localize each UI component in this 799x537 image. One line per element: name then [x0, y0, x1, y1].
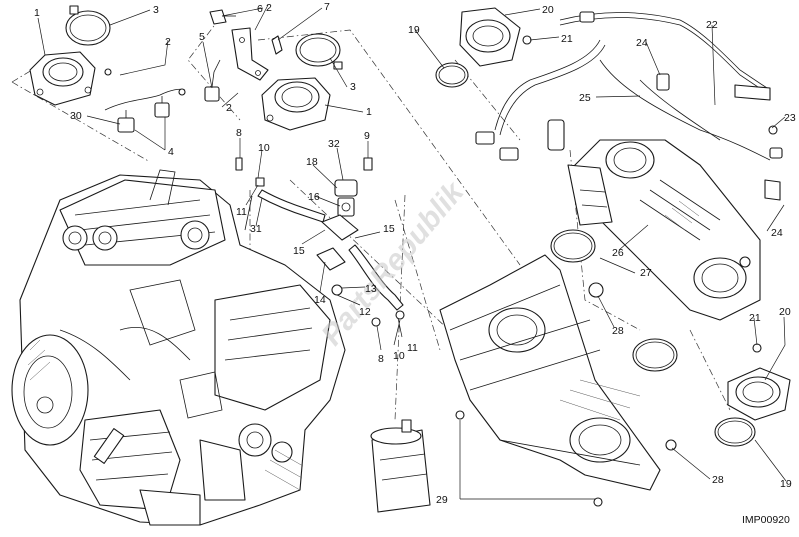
intake-boot-top	[435, 7, 532, 88]
callout-15b: 15	[293, 245, 305, 257]
throttle-wiring-harness	[475, 11, 783, 201]
evap-canister	[370, 419, 431, 513]
solenoid-valve-assembly	[316, 157, 405, 327]
callout-4: 4	[168, 146, 174, 158]
callout-25: 25	[579, 92, 591, 104]
callout-19a: 19	[408, 24, 420, 36]
callout-6: 6	[257, 3, 263, 15]
callout-18: 18	[306, 156, 318, 168]
callout-10b: 10	[393, 350, 405, 362]
callout-12: 12	[359, 306, 371, 318]
screws-29	[455, 410, 603, 507]
callout-21b: 21	[749, 312, 761, 324]
callout-24b: 24	[771, 227, 783, 239]
callout-5: 5	[199, 31, 205, 43]
callout-29: 29	[436, 494, 448, 506]
callout-11a: 11	[236, 206, 247, 218]
sensor-5	[204, 59, 221, 102]
throttle-body	[567, 139, 761, 321]
callout-20a: 20	[542, 4, 554, 16]
callout-9: 9	[364, 130, 370, 142]
intake-clamp-ring	[65, 5, 111, 46]
callout-23: 23	[784, 112, 796, 124]
callout-10a: 10	[258, 142, 270, 154]
callout-7: 7	[324, 1, 330, 13]
callout-27: 27	[640, 267, 652, 279]
callout-3b: 3	[350, 81, 356, 93]
intake-manifold-flange-2	[261, 77, 331, 131]
callout-3a: 3	[153, 4, 159, 16]
callout-11b: 11	[407, 342, 418, 354]
callout-2a: 2	[165, 36, 171, 48]
callout-28b: 28	[712, 474, 724, 486]
airbox-base	[439, 254, 677, 491]
intake-boot-bottom	[714, 343, 791, 447]
sensor-harness	[104, 68, 186, 133]
callout-20b: 20	[779, 306, 791, 318]
intake-clamp-ring-2	[295, 33, 343, 70]
engine-block	[11, 169, 346, 526]
callout-8a: 8	[236, 127, 242, 139]
intake-manifold-flange	[29, 51, 96, 106]
callout-2c: 2	[226, 102, 232, 114]
callout-21a: 21	[561, 33, 573, 45]
callout-13: 13	[365, 283, 377, 295]
callout-1a: 1	[34, 7, 40, 19]
callout-2b: 2	[266, 2, 272, 14]
callout-30: 30	[70, 110, 82, 122]
callout-28a: 28	[612, 325, 624, 337]
callout-22: 22	[706, 19, 718, 31]
mounting-bracket	[209, 9, 283, 81]
callout-16: 16	[308, 191, 320, 203]
callout-1b: 1	[366, 106, 372, 118]
callout-31: 31	[250, 223, 262, 235]
callout-8b: 8	[378, 353, 384, 365]
diagram-code: IMP00920	[742, 514, 790, 526]
o-rings	[550, 229, 678, 372]
callout-24a: 24	[636, 37, 648, 49]
callout-15a: 15	[383, 223, 395, 235]
callout-labels: 1 3 2 6 2 7 5 3 1 2 30 4 8 10 11 31 9 32…	[34, 1, 796, 506]
callout-14: 14	[314, 294, 326, 306]
callout-26: 26	[612, 247, 624, 259]
callout-19b: 19	[780, 478, 792, 490]
callout-32: 32	[328, 138, 340, 150]
leader-lines	[37, 4, 787, 500]
